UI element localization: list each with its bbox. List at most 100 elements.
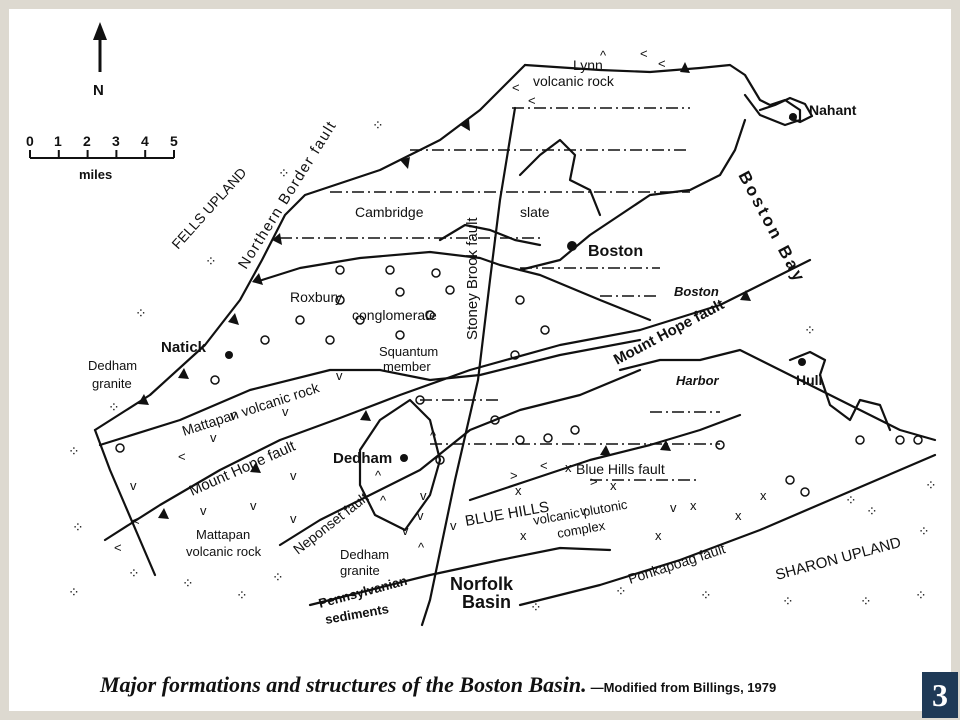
svg-text:v: v bbox=[210, 430, 217, 445]
unit-roxbury: Roxbury bbox=[290, 289, 342, 305]
svg-text:x: x bbox=[735, 508, 742, 523]
scale-tick-2: 2 bbox=[83, 133, 91, 149]
scale-tick-1: 1 bbox=[54, 133, 62, 149]
mount-hope-fault-line bbox=[103, 258, 812, 542]
region-sharon-upland: SHARON UPLAND bbox=[774, 534, 903, 584]
fault-label-ponkapoag: Ponkapoag fault bbox=[626, 540, 727, 587]
svg-text:x: x bbox=[655, 528, 662, 543]
boston-dot bbox=[567, 241, 577, 251]
region-boston-harbor-2: Harbor bbox=[676, 373, 720, 388]
scale-tick-0: 0 bbox=[26, 133, 34, 149]
scale-tick-4: 4 bbox=[141, 133, 149, 149]
svg-text:v: v bbox=[336, 368, 343, 383]
svg-text:x: x bbox=[565, 460, 572, 475]
svg-text:⁘: ⁘ bbox=[68, 584, 80, 600]
svg-text:<: < bbox=[114, 540, 122, 555]
coastline-north bbox=[523, 63, 802, 127]
fault-label-blue-hills: Blue Hills fault bbox=[576, 461, 665, 477]
scale-tick-3: 3 bbox=[112, 133, 120, 149]
dedham-lens bbox=[358, 398, 442, 532]
harbor-shore bbox=[518, 118, 747, 272]
svg-text:>: > bbox=[510, 468, 518, 483]
svg-text:<: < bbox=[512, 80, 520, 95]
unit-cambridge: Cambridge bbox=[355, 204, 424, 220]
unit-lynn-1: Lynn bbox=[573, 57, 603, 73]
conglomerate-pattern bbox=[115, 265, 923, 497]
svg-text:v: v bbox=[420, 488, 427, 503]
unit-mattapan-sw-2: volcanic rock bbox=[186, 544, 262, 559]
roxbury-boundary bbox=[98, 338, 642, 447]
scale-bar bbox=[29, 150, 175, 159]
caption-source: —Modified from Billings, 1979 bbox=[590, 680, 777, 695]
svg-text:v: v bbox=[450, 518, 457, 533]
fault-label-northern: Northern Border fault bbox=[235, 118, 340, 273]
inner-harbor bbox=[518, 138, 602, 217]
roxbury-north-contact bbox=[260, 250, 652, 322]
svg-text:⁘: ⁘ bbox=[804, 322, 816, 338]
fault-label-mount-hope-w: Mount Hope fault bbox=[187, 437, 299, 499]
hull-peninsula bbox=[788, 350, 892, 432]
svg-text:x: x bbox=[690, 498, 697, 513]
norfolk-basin-outline bbox=[308, 546, 612, 607]
place-nahant: Nahant bbox=[809, 102, 857, 118]
svg-text:v: v bbox=[417, 508, 424, 523]
svg-text:v: v bbox=[290, 468, 297, 483]
dedham-dot bbox=[400, 454, 408, 462]
neponset-fault-line bbox=[278, 368, 642, 547]
svg-text:v: v bbox=[230, 408, 237, 423]
nahant-dot bbox=[789, 113, 797, 121]
svg-text:<: < bbox=[528, 93, 536, 108]
svg-text:⁘: ⁘ bbox=[925, 477, 937, 493]
region-norfolk-basin-1: Norfolk bbox=[450, 574, 514, 594]
fault-label-stoney-brook: Stoney Brook fault bbox=[464, 217, 481, 340]
svg-text:⁘: ⁘ bbox=[128, 565, 140, 581]
svg-text:<: < bbox=[658, 56, 666, 71]
unit-dedham-granite-nw-2: granite bbox=[92, 376, 132, 391]
svg-text:x: x bbox=[760, 488, 767, 503]
svg-text:⁘: ⁘ bbox=[866, 503, 878, 519]
svg-text:⁘: ⁘ bbox=[108, 399, 120, 415]
blue-hills-fault-line bbox=[468, 413, 742, 502]
svg-text:v: v bbox=[670, 500, 677, 515]
unit-mattapan-main: Mattapan volcanic rock bbox=[180, 379, 322, 439]
north-label: N bbox=[93, 82, 104, 99]
svg-text:<: < bbox=[640, 46, 648, 61]
unit-dedham-granite-s-2: granite bbox=[340, 563, 380, 578]
svg-text:⁘: ⁘ bbox=[700, 587, 712, 603]
svg-text:<: < bbox=[132, 513, 140, 528]
svg-text:⁘: ⁘ bbox=[236, 587, 248, 603]
svg-text:⁘: ⁘ bbox=[272, 569, 284, 585]
svg-text:x: x bbox=[515, 483, 522, 498]
svg-text:⁘: ⁘ bbox=[68, 443, 80, 459]
svg-text:v: v bbox=[402, 523, 409, 538]
svg-text:^: ^ bbox=[600, 48, 607, 63]
svg-text:⁘: ⁘ bbox=[135, 305, 147, 321]
svg-text:⁘: ⁘ bbox=[615, 583, 627, 599]
svg-text:⁘: ⁘ bbox=[845, 492, 857, 508]
unit-squantum-2: member bbox=[383, 359, 431, 374]
region-boston-harbor-1: Boston bbox=[674, 284, 719, 299]
svg-text:v: v bbox=[130, 478, 137, 493]
svg-text:v: v bbox=[580, 503, 587, 518]
north-arrow-icon bbox=[93, 22, 107, 72]
stoney-brook-fault-line bbox=[420, 106, 517, 627]
region-boston-bay: Boston Bay bbox=[734, 168, 809, 287]
svg-text:⁘: ⁘ bbox=[530, 599, 542, 615]
region-norfolk-basin-2: Basin bbox=[462, 592, 511, 612]
svg-text:⁘: ⁘ bbox=[918, 523, 930, 539]
unit-mattapan-sw-1: Mattapan bbox=[196, 527, 250, 542]
hull-dot bbox=[798, 358, 806, 366]
natick-dot bbox=[225, 351, 233, 359]
caption-title: Major formations and structures of the B… bbox=[100, 672, 587, 697]
place-dedham: Dedham bbox=[333, 450, 392, 467]
svg-text:⁘: ⁘ bbox=[182, 575, 194, 591]
svg-text:⁘: ⁘ bbox=[72, 519, 84, 535]
upland-symbols: ⁘⁘⁘ ⁘⁘⁘ ⁘⁘⁘ ⁘⁘⁘ ⁘⁘⁘ ⁘⁘⁘ ⁘⁘⁘ ⁘⁘ bbox=[68, 117, 937, 615]
svg-text:^: ^ bbox=[418, 540, 425, 555]
svg-text:v: v bbox=[282, 404, 289, 419]
svg-text:^: ^ bbox=[380, 493, 387, 508]
svg-text:v: v bbox=[250, 498, 257, 513]
svg-text:>: > bbox=[590, 474, 598, 489]
thrust-teeth bbox=[138, 62, 751, 519]
